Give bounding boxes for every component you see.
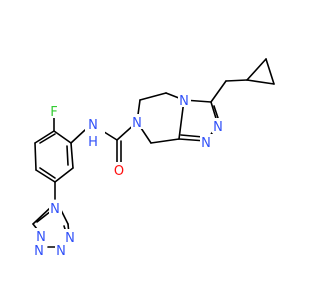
tetrazole-n-right-label: N — [65, 231, 75, 246]
ring-n-fused-label: N — [179, 94, 189, 109]
amide-h-label: H — [88, 135, 98, 150]
tetrazole-n-left-label: N — [34, 244, 44, 259]
atom-carbonyl-oxygen: O — [112, 162, 126, 179]
amide-nh-label: N — [88, 118, 98, 133]
atom-fluorine: F — [48, 104, 61, 120]
molecule-structure-diagram: F N H O N N N N N N N N — [32, 58, 275, 259]
tetrazole-n1-label: N — [50, 202, 60, 217]
atom-ring-n-fused: N — [178, 92, 191, 109]
carbonyl-oxygen-label: O — [114, 164, 124, 179]
triazole-n-right-label: N — [213, 120, 223, 135]
atom-tetrazole-n-left: N — [33, 242, 46, 259]
tetrazole-n-top-label: N — [36, 230, 46, 245]
atom-triazole-n-bottom: N — [200, 134, 213, 151]
cyclopropyl-group — [246, 58, 275, 85]
atom-ring-n-piperazine: N — [131, 114, 144, 131]
atom-tetrazole-n-right: N — [64, 229, 77, 246]
bond-nh-aryl — [70, 129, 86, 144]
ring-n-piperazine-label: N — [132, 116, 142, 131]
atom-tetrazole-n-top: N — [35, 228, 48, 245]
dihydropyrazine-ring — [136, 92, 185, 144]
tetrazole-n-bottom-label: N — [56, 244, 66, 259]
bond-ch2-cyclopropyl — [225, 79, 248, 82]
atom-triazole-n-right: N — [212, 118, 225, 135]
atom-tetrazole-n1: N — [49, 200, 62, 217]
fluorophenyl-ring — [34, 130, 74, 183]
triazole-n-bottom-label: N — [201, 136, 211, 151]
fluorine-label: F — [50, 105, 57, 120]
atom-amide-nh: N H — [85, 116, 105, 150]
atom-tetrazole-n-bottom: N — [55, 242, 68, 259]
bond-c3-ch2 — [210, 80, 227, 103]
